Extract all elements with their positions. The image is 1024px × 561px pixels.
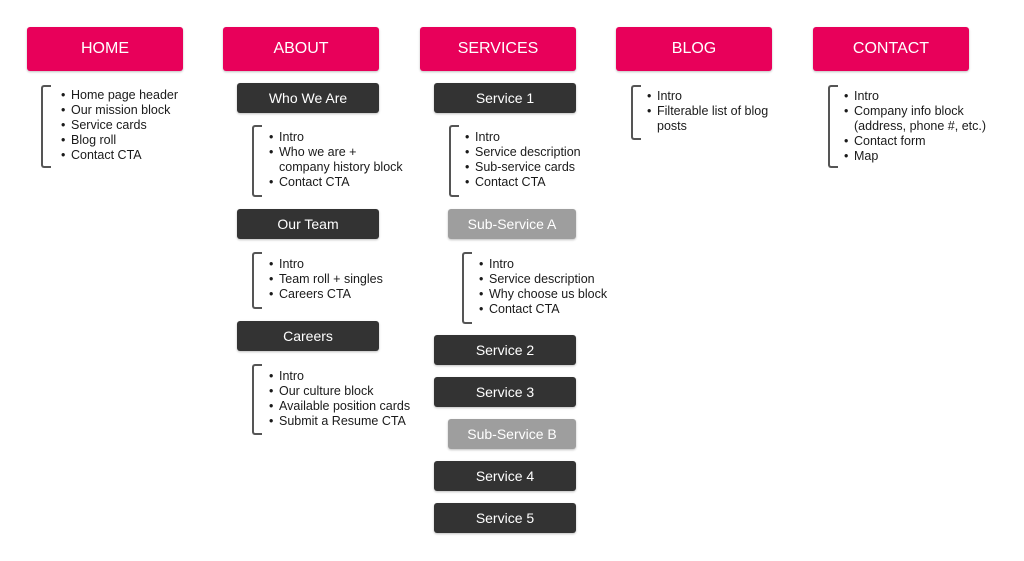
list-item: Intro [269, 257, 383, 272]
list-item: Intro [465, 130, 581, 145]
contact-list: Intro Company info block (address, phone… [844, 89, 986, 164]
list-item: Contact CTA [479, 302, 607, 317]
service-3-label: Service 3 [475, 384, 535, 400]
nav-services: SERVICES [420, 27, 576, 71]
sub-service-a-bracket [462, 252, 472, 324]
list-item: Contact form [844, 134, 986, 149]
service-2-label: Service 2 [475, 342, 535, 358]
nav-home: HOME [27, 27, 183, 71]
list-item-continuation: (address, phone #, etc.) [854, 119, 987, 133]
about-who-we-are-box: Who We Are [237, 83, 379, 113]
blog-bracket [631, 85, 641, 140]
list-item: Team roll + singles [269, 272, 383, 287]
list-item: Blog roll [61, 133, 178, 148]
list-item: Intro [647, 89, 768, 104]
about-our-team-label: Our Team [277, 216, 339, 232]
careers-bracket [252, 364, 262, 435]
blog-list: Intro Filterable list of blog posts [647, 89, 768, 134]
nav-blog: BLOG [616, 27, 772, 71]
list-item: Intro [269, 369, 410, 384]
about-careers-label: Careers [283, 328, 333, 344]
list-item: Intro [844, 89, 986, 104]
list-item: Our culture block [269, 384, 410, 399]
careers-list: Intro Our culture block Available positi… [269, 369, 410, 429]
list-item: Available position cards [269, 399, 410, 414]
nav-blog-label: BLOG [671, 40, 717, 57]
service-1-box: Service 1 [434, 83, 576, 113]
sub-service-a-box: Sub-Service A [448, 209, 576, 239]
list-item-continuation: posts [657, 119, 687, 133]
list-item: Who we are + [269, 145, 403, 160]
service-3-box: Service 3 [434, 377, 576, 407]
list-item: Contact CTA [269, 175, 403, 190]
home-list: Home page header Our mission block Servi… [61, 88, 178, 163]
list-item: Careers CTA [269, 287, 383, 302]
who-we-are-list: Intro Who we are + company history block… [269, 130, 403, 190]
service-5-box: Service 5 [434, 503, 576, 533]
sub-service-a-list: Intro Service description Why choose us … [479, 257, 607, 317]
list-item: Contact CTA [61, 148, 178, 163]
list-item: Service cards [61, 118, 178, 133]
service-1-list: Intro Service description Sub-service ca… [465, 130, 581, 190]
home-bracket [41, 85, 51, 168]
list-item: Service description [479, 272, 607, 287]
about-who-we-are-label: Who We Are [268, 90, 348, 106]
nav-contact: CONTACT [813, 27, 969, 71]
about-careers-box: Careers [237, 321, 379, 351]
who-we-are-bracket [252, 125, 262, 197]
sub-service-b-label: Sub-Service B [467, 426, 557, 442]
service-4-label: Service 4 [475, 468, 535, 484]
list-item: Our mission block [61, 103, 178, 118]
nav-about: ABOUT [223, 27, 379, 71]
our-team-bracket [252, 252, 262, 309]
list-item: Why choose us block [479, 287, 607, 302]
list-item: Intro [479, 257, 607, 272]
service-1-bracket [449, 125, 459, 197]
list-item: Map [844, 149, 986, 164]
list-item: Home page header [61, 88, 178, 103]
service-5-label: Service 5 [475, 510, 535, 526]
list-item: Filterable list of blog [647, 104, 768, 119]
list-item-continuation: company history block [279, 160, 403, 174]
list-item: Service description [465, 145, 581, 160]
service-2-box: Service 2 [434, 335, 576, 365]
list-item: Contact CTA [465, 175, 581, 190]
service-1-label: Service 1 [475, 90, 535, 106]
nav-services-label: SERVICES [457, 40, 539, 57]
contact-bracket [828, 85, 838, 168]
nav-about-label: ABOUT [273, 40, 329, 57]
nav-contact-label: CONTACT [852, 40, 930, 57]
sub-service-b-box: Sub-Service B [448, 419, 576, 449]
sub-service-a-label: Sub-Service A [467, 216, 557, 232]
service-4-box: Service 4 [434, 461, 576, 491]
list-item: Company info block [844, 104, 986, 119]
our-team-list: Intro Team roll + singles Careers CTA [269, 257, 383, 302]
about-our-team-box: Our Team [237, 209, 379, 239]
list-item: Intro [269, 130, 403, 145]
list-item: Submit a Resume CTA [269, 414, 410, 429]
nav-home-label: HOME [81, 40, 129, 57]
list-item: Sub-service cards [465, 160, 581, 175]
